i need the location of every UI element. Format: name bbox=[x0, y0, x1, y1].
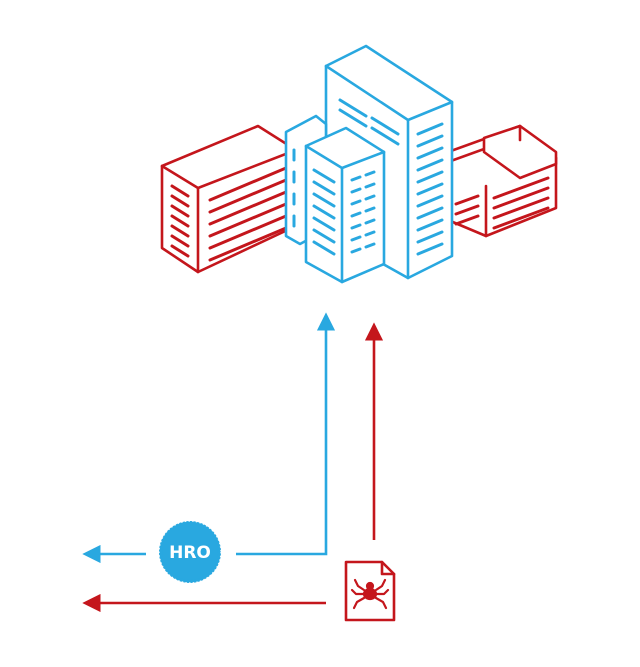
blue-flow bbox=[82, 312, 336, 564]
tall-blue-windows-side bbox=[416, 122, 444, 256]
left-red-building bbox=[160, 124, 298, 274]
office-buildings-icon bbox=[160, 44, 558, 284]
front-blue-building bbox=[304, 126, 386, 284]
left-red-windows-side bbox=[208, 166, 288, 262]
red-flow bbox=[82, 322, 384, 613]
right-red-windows bbox=[454, 176, 550, 230]
front-blue-windows-front bbox=[312, 168, 336, 256]
blue-flow-up-arrow bbox=[236, 312, 336, 556]
spider-document-icon bbox=[344, 560, 396, 622]
right-red-building bbox=[446, 124, 558, 238]
front-blue-windows-side bbox=[350, 170, 376, 254]
hro-label: HRO bbox=[169, 543, 211, 563]
hro-coin-icon: HRO bbox=[158, 520, 222, 584]
spider-icon bbox=[350, 578, 390, 610]
left-red-windows-front bbox=[170, 184, 190, 258]
tall-blue-windows-front bbox=[338, 98, 400, 146]
